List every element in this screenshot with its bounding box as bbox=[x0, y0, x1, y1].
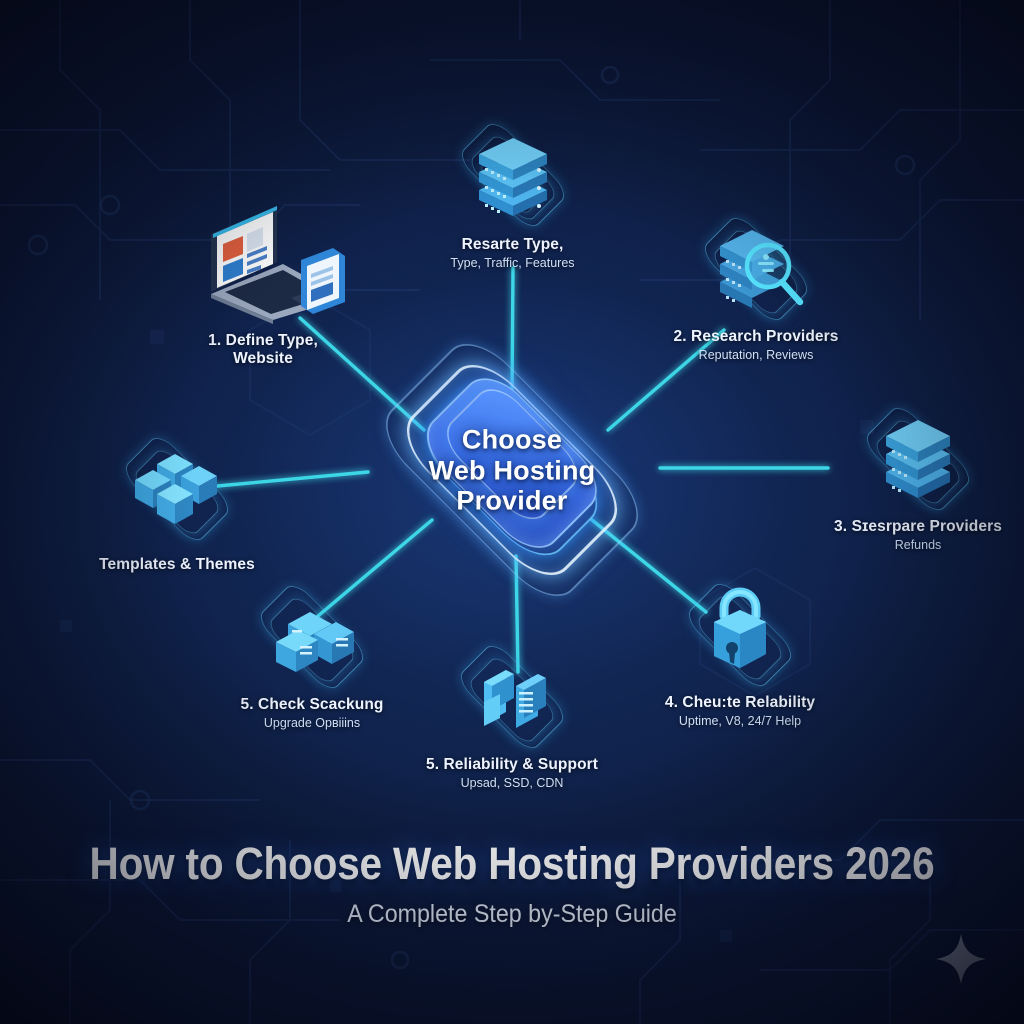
laptop-website-icon bbox=[173, 186, 353, 326]
node-compare-providers-title: 3. Sɪesrpare Providers bbox=[834, 518, 1002, 535]
node-reliability-support-title: 5. Reliability & Support bbox=[425, 756, 599, 773]
node-compare-providers-text: 3. Sɪesrpare Providers Refunds bbox=[812, 518, 1024, 552]
node-research-providers-subtitle: Reputation, Reviews bbox=[698, 347, 814, 362]
node-reliability-support: 5. Reliability & Support Upsad, SSD, CDN bbox=[412, 640, 612, 790]
node-define-type-text: 1. Define Type, Website bbox=[148, 332, 378, 368]
node-check-scaling-title: 5. Check Scackung bbox=[240, 696, 384, 713]
node-templates-themes-text: Templates & Themes bbox=[82, 556, 272, 574]
node-check-reliability-subtitle: Uptime, V8, 24/7 Help bbox=[678, 713, 802, 728]
node-compare-providers-subtitle: Refunds bbox=[894, 537, 942, 552]
node-reliability-support-text: 5. Reliability & Support Upsad, SSD, CDN bbox=[412, 756, 612, 790]
server-tower-icon bbox=[452, 640, 572, 754]
node-define-type-title2: Website bbox=[233, 349, 293, 367]
node-templates-themes-title: Templates & Themes bbox=[99, 556, 255, 573]
hub-label-line1: Choose bbox=[461, 424, 563, 455]
node-check-reliability-title: 4. Cheu:te Relability bbox=[664, 694, 816, 711]
sparkle-star-icon bbox=[936, 934, 986, 984]
node-check-scaling-text: 5. Check Scackung Upgrade Opʙiiins bbox=[212, 696, 412, 730]
node-reliability-support-subtitle: Upsad, SSD, CDN bbox=[460, 775, 564, 790]
node-check-scaling: 5. Check Scackung Upgrade Opʙiiins bbox=[212, 580, 412, 730]
cubes-icon bbox=[117, 432, 237, 546]
node-compare-providers: 3. Sɪesrpare Providers Refunds bbox=[812, 402, 1024, 552]
node-resarte-type-subtitle: Type, Traffic, Features bbox=[450, 255, 575, 270]
node-resarte-type-text: Resarte Type, Type, Traffic, Features bbox=[400, 236, 625, 270]
node-check-scaling-subtitle: Upgrade Opʙiiins bbox=[263, 715, 361, 730]
node-templates-themes: Templates & Themes bbox=[82, 432, 272, 574]
hub-label-line3: Provider bbox=[456, 485, 568, 516]
central-hub: Choose Web Hosting Provider bbox=[362, 320, 662, 620]
padlock-icon bbox=[680, 578, 800, 692]
server-magnifier-icon bbox=[696, 212, 816, 326]
server-stack-icon bbox=[453, 118, 573, 232]
node-research-providers: 2. Research Providers Reputation, Review… bbox=[640, 212, 872, 362]
node-define-type-title: 1. Define Type, bbox=[208, 332, 318, 349]
page-title: How to Choose Web Hosting Providers 2026 bbox=[89, 838, 935, 889]
hub-label-line2: Web Hosting bbox=[428, 454, 596, 485]
node-resarte-type: Resarte Type, Type, Traffic, Features bbox=[400, 118, 625, 270]
page-subtitle: A Complete Step by-Step Guide bbox=[347, 900, 677, 928]
node-research-providers-title: 2. Research Providers bbox=[673, 328, 839, 345]
node-check-reliability-text: 4. Cheu:te Relability Uptime, V8, 24/7 H… bbox=[640, 694, 840, 728]
server-stack-icon bbox=[858, 402, 978, 516]
node-check-reliability: 4. Cheu:te Relability Uptime, V8, 24/7 H… bbox=[640, 578, 840, 728]
server-boxes-icon bbox=[252, 580, 372, 694]
hub-label: Choose Web Hosting Provider bbox=[387, 424, 637, 516]
node-resarte-type-title: Resarte Type, bbox=[461, 236, 564, 253]
node-define-type: 1. Define Type, Website bbox=[148, 186, 378, 368]
node-research-providers-text: 2. Research Providers Reputation, Review… bbox=[640, 328, 872, 362]
